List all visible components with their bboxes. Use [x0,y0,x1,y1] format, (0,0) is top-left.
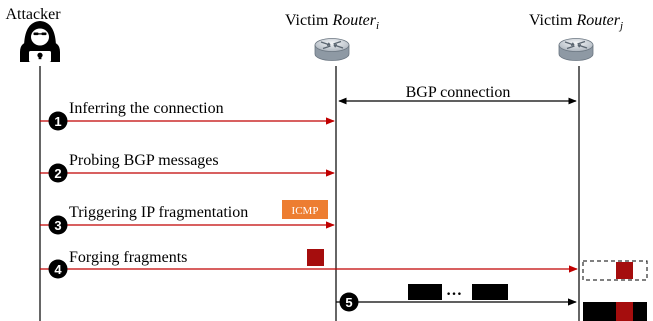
svg-text:2: 2 [54,166,61,181]
step-4-badge: 4 [48,259,68,279]
step-5-badge: 5 [339,292,359,312]
forged-fragment [307,249,324,266]
attacker-label: Attacker [5,6,61,23]
reassembled-packet [583,302,647,321]
reassembled-forged-part [616,302,633,321]
step-1-label: Inferring the connection [69,100,224,117]
buffered-forged-fragment [616,262,633,279]
legit-fragment-1 [408,284,442,300]
step-1-badge: 1 [48,111,68,131]
reassembly-buffer [582,260,648,281]
step-2-label: Probing BGP messages [69,152,219,169]
svg-text:3: 3 [54,218,61,233]
svg-text:5: 5 [345,295,352,310]
router-j-icon [558,38,594,61]
step-4-label: Forging fragments [69,249,187,266]
router-i-label: Victim Routeri [285,12,379,32]
hacker-icon [20,21,60,62]
step-2-badge: 2 [48,163,68,183]
svg-text:ICMP: ICMP [292,205,319,217]
router-j-label: Victim Routerj [529,12,623,32]
fragments-ellipsis: … [446,282,462,299]
router-i-icon [314,38,350,61]
svg-text:1: 1 [54,114,61,129]
step-3-label: Triggering IP fragmentation [69,204,248,221]
step-3-badge: 3 [48,215,68,235]
icmp-badge: ICMP [282,200,328,219]
legit-fragment-2 [472,284,508,300]
bgp-connection-label: BGP connection [406,84,511,101]
svg-text:4: 4 [54,262,62,277]
